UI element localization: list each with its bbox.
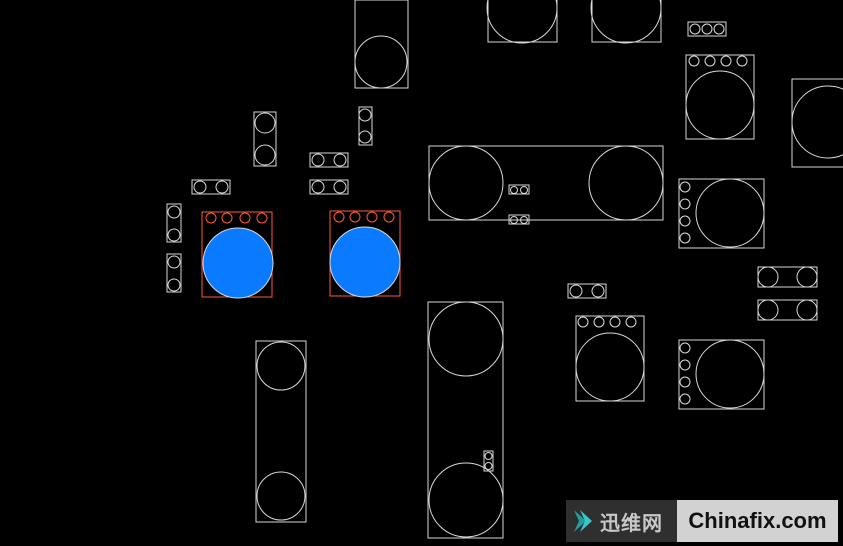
component-vertical-pair-3[interactable] bbox=[166, 203, 182, 243]
highlighted-mosfet-2[interactable] bbox=[329, 210, 401, 298]
watermark: 迅维网 Chinafix.com bbox=[566, 500, 838, 542]
resistor-footprint-2[interactable] bbox=[309, 179, 349, 195]
resistor-footprint-right-2[interactable] bbox=[757, 299, 818, 321]
component-vertical-pair-2[interactable] bbox=[358, 106, 373, 146]
component-vertical-pair-1[interactable] bbox=[253, 111, 277, 167]
capacitor-footprint-top-2[interactable] bbox=[486, 0, 558, 44]
capacitor-footprint-left-tall[interactable] bbox=[255, 340, 307, 523]
resistor-footprint-3[interactable] bbox=[191, 179, 231, 195]
inductor-footprint-center[interactable] bbox=[428, 145, 664, 221]
tiny-resistor-center-1[interactable] bbox=[508, 184, 530, 195]
capacitor-footprint-top[interactable] bbox=[354, 0, 409, 89]
tiny-component-vertical[interactable] bbox=[483, 450, 494, 472]
capacitor-footprint-center-tall[interactable] bbox=[427, 301, 504, 539]
component-vertical-pair-4[interactable] bbox=[166, 253, 182, 293]
watermark-right-panel: Chinafix.com bbox=[677, 500, 838, 542]
highlighted-mosfet-1[interactable] bbox=[201, 211, 274, 299]
resistor-footprint-top-right[interactable] bbox=[687, 21, 727, 37]
watermark-en-text: Chinafix.com bbox=[688, 508, 827, 533]
mosfet-footprint-right-lower[interactable] bbox=[678, 339, 765, 410]
tiny-resistor-center-2[interactable] bbox=[508, 214, 530, 225]
resistor-footprint-mid[interactable] bbox=[567, 283, 607, 299]
watermark-left-panel: 迅维网 bbox=[566, 500, 677, 542]
watermark-cn-text: 迅维网 bbox=[600, 510, 663, 535]
mosfet-footprint-center-lower[interactable] bbox=[575, 315, 645, 402]
mosfet-footprint-right-middle[interactable] bbox=[678, 178, 765, 249]
chinafix-logo-icon bbox=[574, 510, 592, 532]
capacitor-footprint-top-3[interactable] bbox=[590, 0, 662, 44]
mosfet-footprint-right-top[interactable] bbox=[685, 54, 755, 140]
capacitor-footprint-far-right[interactable] bbox=[791, 78, 843, 168]
resistor-footprint-right-1[interactable] bbox=[757, 266, 818, 288]
resistor-footprint-1[interactable] bbox=[309, 152, 349, 168]
